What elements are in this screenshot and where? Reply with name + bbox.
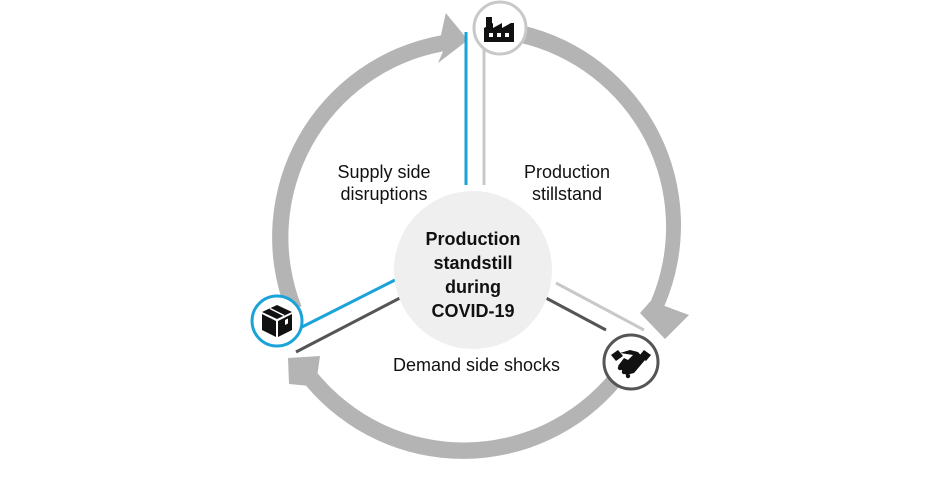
demand-side-label: Demand side shocks	[392, 355, 561, 375]
arrow-box-to-factory	[272, 13, 468, 311]
center-circle	[394, 191, 552, 349]
factory-icon	[484, 17, 514, 42]
box-node	[250, 294, 304, 348]
center-title-line-3: during	[445, 277, 501, 297]
center-title-line-4: COVID-19	[431, 301, 515, 321]
box-icon	[262, 305, 292, 337]
connector-handshake-light	[555, 281, 645, 332]
connector-box-blue	[299, 278, 396, 330]
supply-side-label: Supply side disruptions	[328, 161, 440, 205]
connector-handshake-dark	[545, 296, 607, 332]
cycle-arrows	[272, 13, 689, 459]
factory-node	[472, 0, 528, 56]
center-title-line-1: Production	[425, 229, 521, 249]
production-stillstand-label: Production stillstand	[511, 161, 623, 205]
connector-lines	[295, 32, 645, 354]
center-title-line-2: standstill	[433, 253, 513, 273]
production-stillstand-line-2: stillstand	[531, 184, 603, 204]
production-stillstand-line-1: Production	[523, 162, 611, 182]
supply-side-line-1: Supply side	[337, 162, 431, 182]
connector-box-gray	[295, 296, 401, 354]
supply-side-line-2: disruptions	[340, 184, 428, 204]
handshake-node	[602, 333, 660, 391]
arrow-handshake-to-box	[288, 356, 621, 459]
handshake-icon	[611, 350, 651, 379]
center-title: Production standstill during COVID-19	[403, 227, 543, 323]
